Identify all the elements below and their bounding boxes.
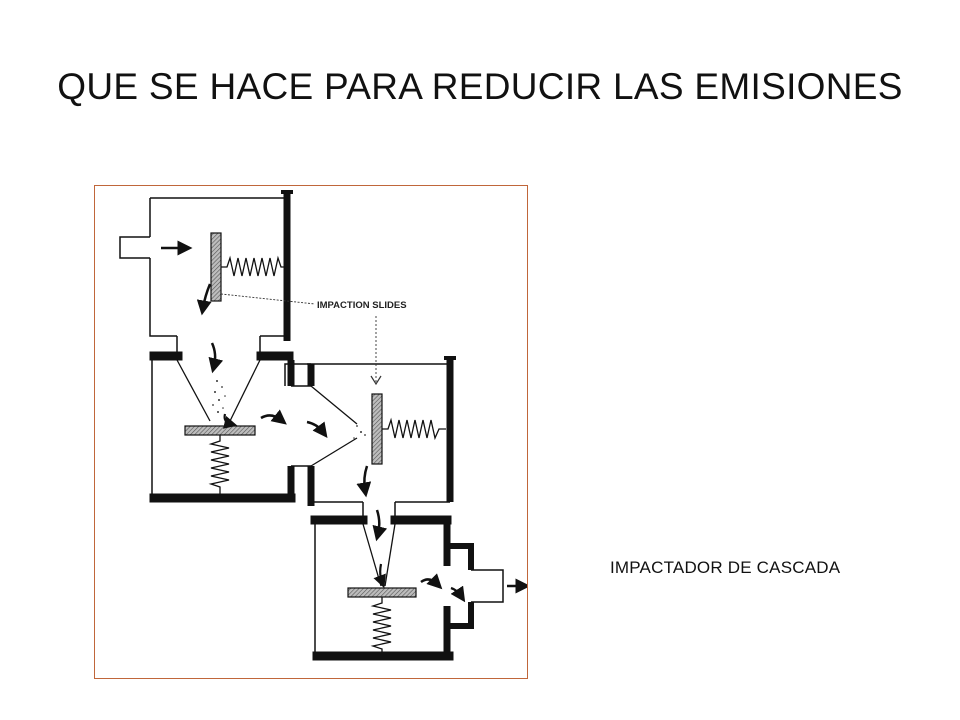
cascade-impactor-figure: IMPACTION SLIDES — [94, 185, 528, 679]
flow-arrow — [372, 509, 388, 542]
flow-arrow — [208, 342, 224, 374]
slide-title: QUE SE HACE PARA REDUCIR LAS EMISIONES — [57, 66, 903, 107]
stage-1-chamber — [119, 190, 293, 341]
impaction-slides-label-leaders — [220, 293, 382, 386]
spring-2 — [208, 435, 230, 494]
particle-dots — [212, 380, 226, 413]
impaction-slide-1 — [210, 232, 222, 302]
flow-arrow — [196, 283, 212, 316]
impaction-slide-4 — [347, 587, 417, 598]
impaction-slides-label: IMPACTION SLIDES — [317, 300, 407, 311]
stage-2-chamber — [149, 359, 296, 503]
flow-arrow — [450, 585, 466, 603]
spring-3 — [382, 417, 446, 441]
stage-4-chamber — [312, 523, 504, 661]
spring-1 — [221, 255, 285, 277]
flow-arrow — [306, 420, 328, 438]
flow-arrow — [373, 563, 386, 589]
spring-4 — [370, 597, 392, 652]
stage-3-neck — [310, 502, 452, 525]
flow-arrow — [260, 409, 287, 425]
particle-dots — [353, 425, 366, 439]
flow-arrow — [222, 413, 238, 429]
impaction-slide-2 — [184, 425, 256, 436]
stage-1-neck — [149, 336, 294, 361]
flow-arrow — [420, 573, 443, 590]
figure-caption: IMPACTADOR DE CASCADA — [610, 558, 841, 577]
impaction-slide-3 — [371, 393, 383, 465]
flow-arrow — [356, 465, 372, 498]
cascade-impactor-diagram: IMPACTION SLIDES — [119, 190, 527, 661]
stage-3-chamber — [307, 356, 456, 506]
